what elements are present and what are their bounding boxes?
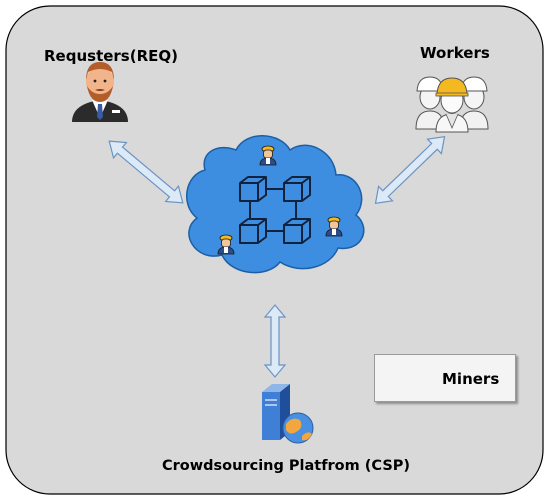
workers-label: Workers — [420, 44, 490, 62]
worker-group-icon — [415, 76, 489, 133]
businessman-icon — [72, 62, 128, 122]
arrow-workers-cloud — [374, 135, 446, 205]
arrow-cloud-platform — [263, 304, 287, 378]
server-globe-icon — [262, 384, 314, 444]
requesters-label: Requsters(REQ) — [44, 47, 178, 65]
legend-miners-label: Miners — [442, 370, 500, 388]
legend-box — [374, 354, 516, 402]
arrow-requesters-cloud — [108, 140, 184, 204]
platform-label: Crowdsourcing Platfrom (CSP) — [162, 458, 411, 474]
